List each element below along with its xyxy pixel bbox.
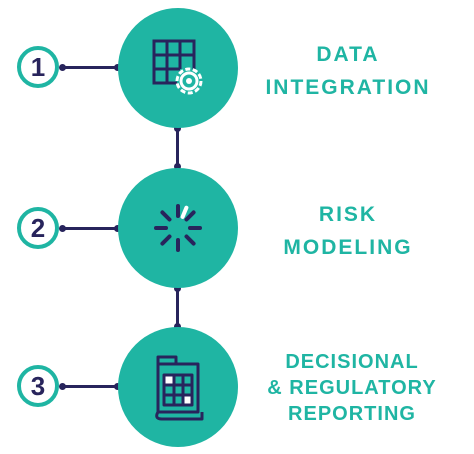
step-3-circle xyxy=(118,327,238,447)
vertical-connector-1-2 xyxy=(176,128,179,168)
step-3-label-line-2: & REGULATORY xyxy=(267,377,437,399)
step-3-label-line-3: REPORTING xyxy=(288,403,416,425)
loading-spinner-icon xyxy=(154,204,202,252)
vertical-dot-3 xyxy=(174,285,181,292)
connector-1 xyxy=(62,66,118,69)
connector-3 xyxy=(62,385,118,388)
step-1-label-line-2: INTEGRATION xyxy=(265,76,431,99)
step-2-label: RISK MODELING xyxy=(248,198,448,264)
connector-2 xyxy=(62,227,118,230)
table-gear-icon xyxy=(152,39,203,95)
step-2-circle xyxy=(118,168,238,288)
step-3-label: DECISIONAL & REGULATORY REPORTING xyxy=(252,349,452,427)
connector-2-dot-end xyxy=(114,225,121,232)
step-3-label-line-1: DECISIONAL xyxy=(285,351,419,373)
step-2-label-line-2: MODELING xyxy=(283,236,413,259)
connector-2-dot xyxy=(59,225,66,232)
connector-1-dot xyxy=(59,64,66,71)
vertical-connector-2-3 xyxy=(176,288,179,328)
vertical-dot-2 xyxy=(174,163,181,170)
step-2-label-line-1: RISK xyxy=(318,203,378,226)
connector-3-dot-end xyxy=(114,383,121,390)
step-3-number: 3 xyxy=(17,365,59,407)
connector-1-dot-end xyxy=(114,64,121,71)
step-1-label-line-1: DATA xyxy=(316,43,380,66)
vertical-dot-4 xyxy=(174,323,181,330)
report-document-icon xyxy=(155,355,204,421)
step-1-circle xyxy=(118,8,238,128)
step-1-number: 1 xyxy=(17,46,59,88)
vertical-dot-1 xyxy=(174,125,181,132)
step-2-number: 2 xyxy=(17,207,59,249)
connector-3-dot xyxy=(59,383,66,390)
step-1-label: DATA INTEGRATION xyxy=(248,38,448,104)
